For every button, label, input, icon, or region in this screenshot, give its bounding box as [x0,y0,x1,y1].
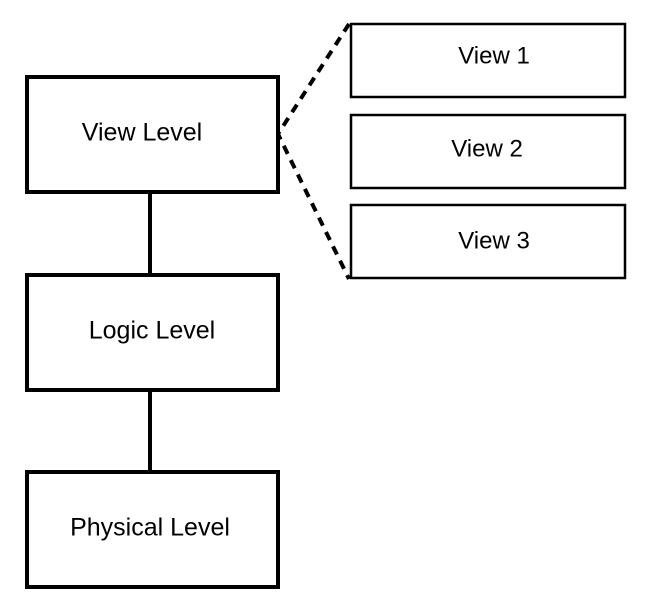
logic-level-box [25,273,280,392]
view-1-box [349,22,627,99]
physical-level-label: Physical Level [70,514,230,542]
view-3-node: View 3 [349,203,627,280]
view-1-label: View 1 [458,42,530,69]
view-level-label: View Level [82,119,202,147]
logic-level-label: Logic Level [89,317,215,345]
physical-level-box [25,470,280,589]
view-1-node: View 1 [349,22,627,99]
view-level-node: View Level [25,75,280,194]
view-2-label: View 2 [451,135,523,162]
view-2-box [349,113,627,190]
view-3-box [349,203,627,280]
dashed-fan-to-views [275,22,351,280]
view-2-node: View 2 [349,113,627,190]
view-3-label: View 3 [458,227,530,254]
logic-level-node: Logic Level [25,273,280,392]
view-level-box [25,75,280,194]
physical-level-node: Physical Level [25,470,280,589]
